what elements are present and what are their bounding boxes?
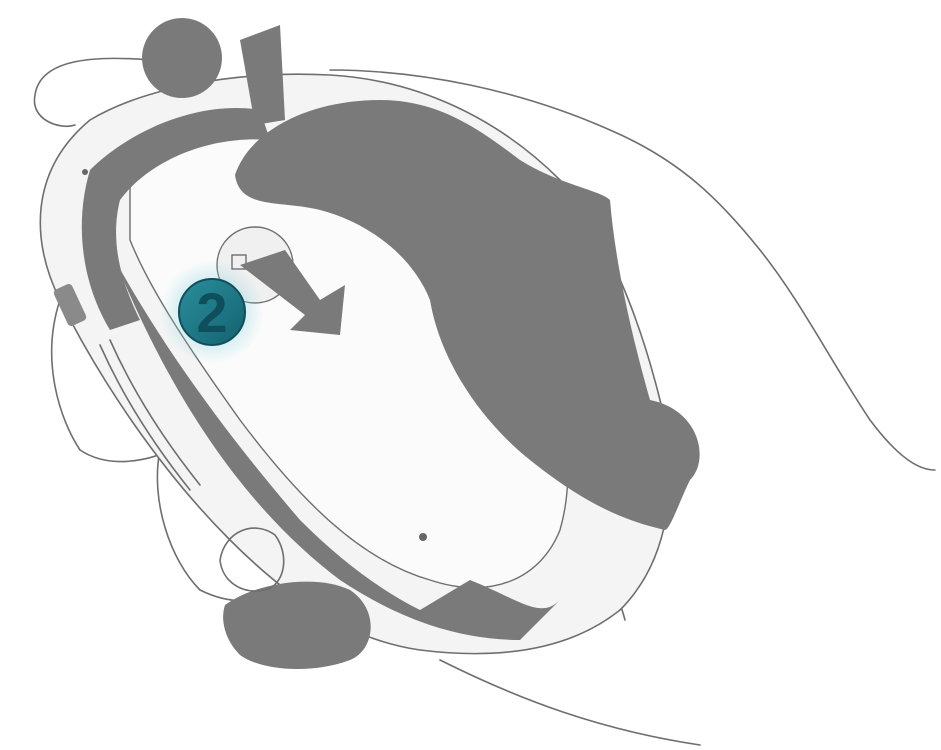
left-finger-bottom: [223, 582, 371, 669]
screw-top: [82, 169, 88, 175]
step-number: 2: [196, 281, 227, 344]
screw-bottom: [419, 533, 427, 541]
left-finger-tip-top: [142, 18, 222, 98]
